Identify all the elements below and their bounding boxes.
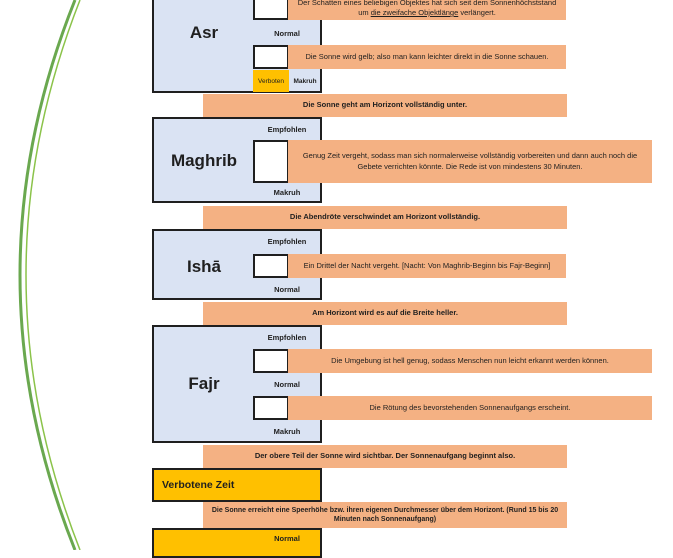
- isha-marker: [253, 254, 289, 278]
- bar-isha-end: Am Horizont wird es auf die Breite helle…: [203, 302, 567, 325]
- fajr-normal-label: Normal: [274, 379, 300, 389]
- bar-asr-end: Die Sonne geht am Horizont vollständig u…: [203, 94, 567, 117]
- asr-title: Asr: [189, 23, 219, 42]
- isha-normal-label: Normal: [274, 284, 300, 294]
- bar-maghrib-end: Die Abendröte verschwindet am Horizont v…: [203, 206, 567, 229]
- fajr-block: [152, 325, 322, 443]
- maghrib-empfohlen-label: Empfohlen: [267, 124, 307, 134]
- maghrib-description: Genug Zeit vergeht, sodass man sich norm…: [288, 140, 652, 183]
- bar-sunrise: Die Sonne erreicht eine Speerhöhe bzw. i…: [203, 502, 567, 528]
- asr-makruh-label: Makruh: [293, 77, 317, 85]
- asr-verboten-label: Verboten: [253, 70, 289, 92]
- asr-link[interactable]: die zweifache Objektlänge: [370, 8, 459, 17]
- verbotene-zeit-block: [152, 468, 322, 502]
- fajr-makruh-label: Makruh: [273, 427, 301, 436]
- fajr-marker-1: [253, 349, 289, 373]
- next-normal-label: Normal: [274, 534, 300, 543]
- maghrib-makruh-label: Makruh: [273, 188, 301, 197]
- green-arc-decoration: [18, 0, 81, 550]
- bar-fajr-end: Der obere Teil der Sonne wird sichtbar. …: [203, 445, 567, 468]
- fajr-description-1: Die Umgebung ist hell genug, sodass Mens…: [288, 349, 652, 373]
- isha-description: Ein Drittel der Nacht vergeht. [Nacht: V…: [288, 254, 566, 278]
- maghrib-marker: [253, 140, 289, 183]
- isha-empfohlen-label: Empfohlen: [267, 236, 307, 246]
- asr-description-2: Die Sonne wird gelb; also man kann leich…: [288, 45, 566, 69]
- fajr-description-2: Die Rötung des bevorstehenden Sonnenaufg…: [288, 396, 652, 420]
- isha-title: Ishā: [186, 257, 222, 276]
- fajr-title: Fajr: [188, 374, 220, 393]
- asr-marker-2: [253, 45, 289, 69]
- fajr-marker-2: [253, 396, 289, 420]
- fajr-empfohlen-label: Empfohlen: [267, 332, 307, 342]
- asr-description-1: Der Schatten eines beliebigen Objektes h…: [288, 0, 566, 20]
- asr-marker-1: [253, 0, 289, 20]
- asr-normal-label: Normal: [274, 28, 300, 38]
- maghrib-title: Maghrib: [170, 151, 238, 170]
- verbotene-zeit-title: Verbotene Zeit: [162, 479, 235, 491]
